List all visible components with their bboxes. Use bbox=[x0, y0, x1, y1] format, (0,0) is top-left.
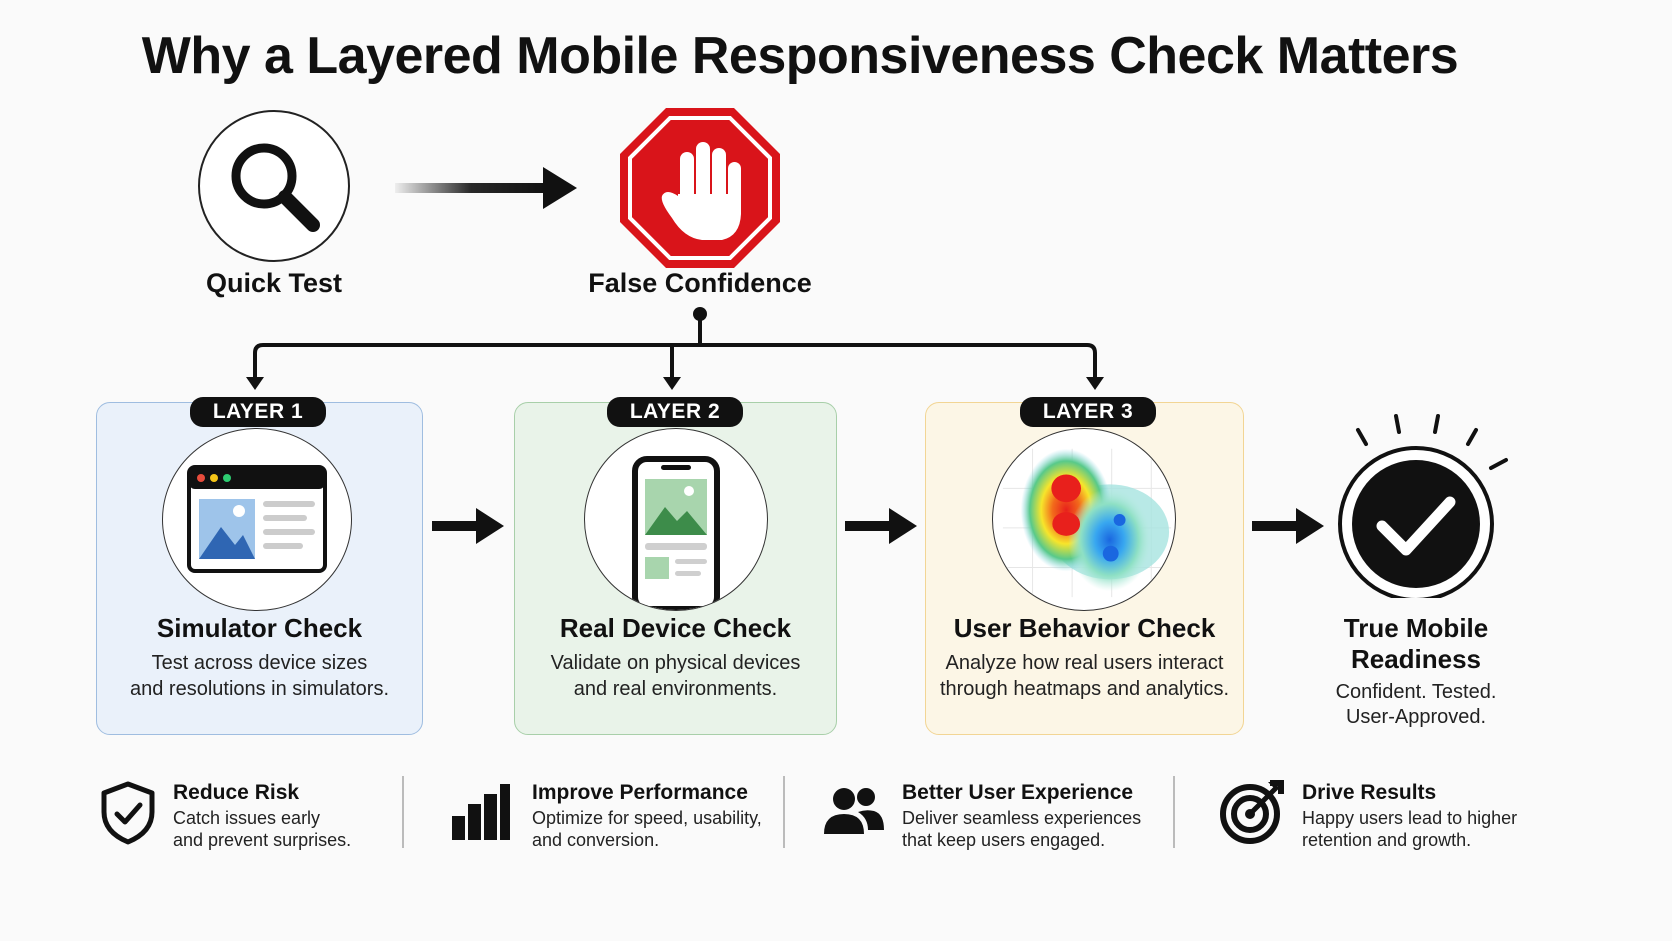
benefit-3-title: Better User Experience bbox=[902, 781, 1134, 804]
layer-2-title: Real Device Check bbox=[559, 613, 792, 643]
layer-2-icon-circle bbox=[584, 428, 768, 611]
layer-3-icon-circle bbox=[992, 428, 1176, 611]
magnifier-icon bbox=[231, 143, 320, 232]
users-icon bbox=[824, 788, 884, 834]
benefit-1-title: Reduce Risk bbox=[173, 781, 300, 804]
stop-hand-icon bbox=[620, 108, 780, 268]
browser-window-icon bbox=[187, 464, 327, 573]
layer-3-title: User Behavior Check bbox=[953, 613, 1216, 643]
benefit-2-desc-line2: and conversion. bbox=[532, 830, 660, 850]
result-desc-line2: User-Approved. bbox=[1345, 706, 1487, 728]
benefit-1-desc-line1: Catch issues early bbox=[173, 808, 321, 828]
benefit-4-desc-line2: retention and growth. bbox=[1302, 830, 1472, 850]
checkmark-icon bbox=[1338, 414, 1508, 598]
result-title-line2: Readiness bbox=[1350, 644, 1482, 674]
quick-test-node bbox=[198, 110, 350, 262]
arrow-right-icon bbox=[845, 508, 917, 544]
benefit-4-title: Drive Results bbox=[1302, 781, 1437, 804]
layer-1-desc-line2: and resolutions in simulators. bbox=[129, 678, 389, 700]
benefit-3-desc-line1: Deliver seamless experiences bbox=[902, 808, 1142, 828]
bar-chart-icon bbox=[452, 784, 510, 840]
layer-3-desc-line2: through heatmaps and analytics. bbox=[939, 678, 1230, 700]
quick-test-label: Quick Test bbox=[205, 268, 343, 298]
heatmap-icon bbox=[1002, 448, 1172, 598]
layer-1-icon-circle bbox=[162, 428, 352, 611]
smartphone-icon bbox=[632, 455, 720, 610]
false-confidence-label: False Confidence bbox=[588, 268, 812, 298]
branch-connector bbox=[246, 307, 1104, 390]
page-title: Why a Layered Mobile Responsiveness Chec… bbox=[141, 27, 1459, 85]
layer-1-badge: LAYER 1 bbox=[190, 397, 326, 427]
divider bbox=[783, 776, 785, 848]
benefit-2-desc-line1: Optimize for speed, usability, bbox=[532, 808, 762, 828]
layer-2-desc-line1: Validate on physical devices bbox=[550, 652, 801, 674]
divider bbox=[402, 776, 404, 848]
arrow-right-icon bbox=[395, 167, 577, 209]
target-icon bbox=[1220, 780, 1284, 844]
layer-1-title: Simulator Check bbox=[156, 613, 363, 643]
benefit-1-desc-line2: and prevent surprises. bbox=[173, 830, 352, 850]
layer-3-badge: LAYER 3 bbox=[1020, 397, 1156, 427]
layer-2-desc-line2: and real environments. bbox=[573, 678, 778, 700]
divider bbox=[1173, 776, 1175, 848]
benefit-3-desc-line2: that keep users engaged. bbox=[902, 830, 1106, 850]
benefit-4-desc-line1: Happy users lead to higher bbox=[1302, 808, 1518, 828]
benefit-2-title: Improve Performance bbox=[532, 781, 748, 804]
result-title-line1: True Mobile bbox=[1343, 613, 1489, 643]
shield-check-icon bbox=[101, 781, 155, 845]
layer-3-desc-line1: Analyze how real users interact bbox=[945, 652, 1224, 674]
layer-2-badge: LAYER 2 bbox=[607, 397, 743, 427]
arrow-right-icon bbox=[1252, 508, 1324, 544]
layer-1-desc-line1: Test across device sizes bbox=[151, 652, 368, 674]
arrow-right-icon bbox=[432, 508, 504, 544]
result-desc-line1: Confident. Tested. bbox=[1335, 681, 1497, 703]
